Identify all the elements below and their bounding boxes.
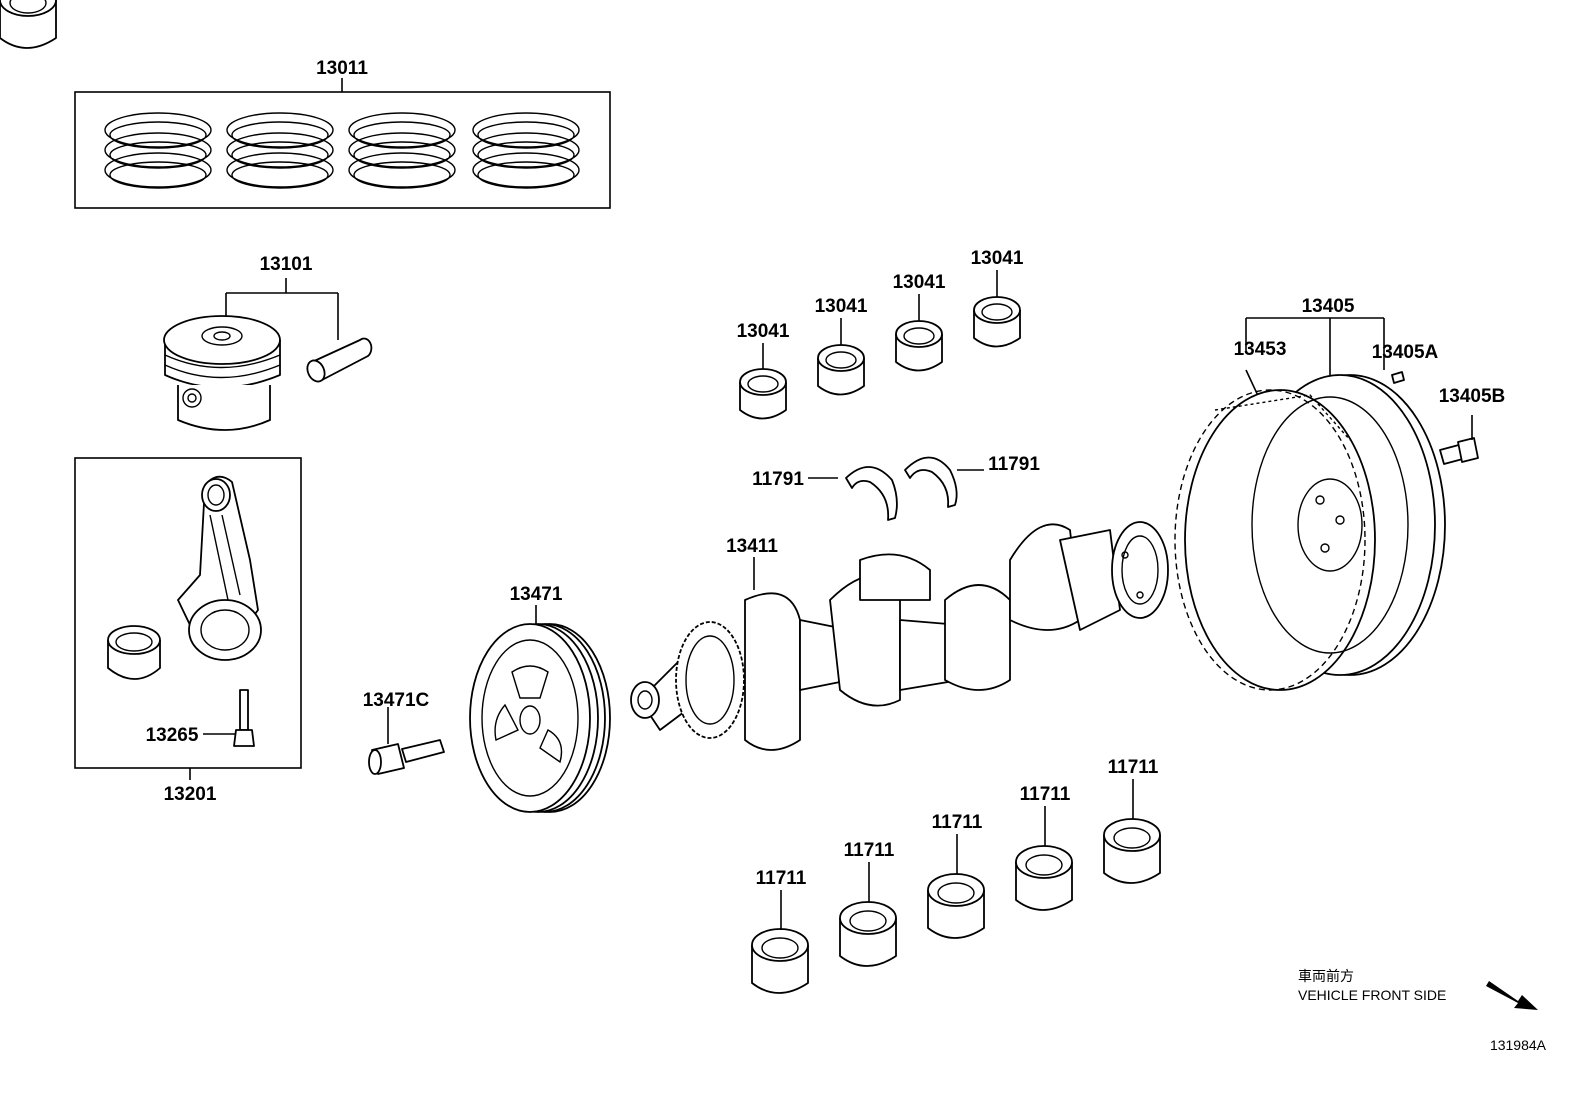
- drive-plate: [1174, 317, 1479, 691]
- label-connecting-rod: 13201: [164, 784, 217, 805]
- direction-text-jp: 車両前方: [1298, 968, 1354, 984]
- piston: [163, 278, 339, 431]
- connecting-rod: [74, 457, 302, 780]
- label-crank-pulley: 13471: [510, 584, 563, 605]
- crank-pulley: [469, 605, 611, 813]
- front-direction-arrow: [1486, 981, 1538, 1010]
- label-pulley-bolt: 13471C: [363, 690, 430, 711]
- label-piston-ring-set: 13011: [316, 58, 368, 79]
- label-main-bearing-4: 11711: [1020, 784, 1071, 805]
- thrust-washers: [808, 456, 984, 521]
- rod-bearings: [0, 0, 1021, 420]
- label-thrust-washer-right: 11791: [988, 454, 1040, 475]
- label-main-bearing-1: 11711: [756, 868, 807, 889]
- pulley-bolt: [368, 707, 445, 775]
- direction-text-en: VEHICLE FRONT SIDE: [1298, 987, 1446, 1003]
- label-rod-bearing-3: 13041: [893, 272, 946, 293]
- label-rod-bolt: 13265: [146, 725, 199, 746]
- label-main-bearing-3: 11711: [932, 812, 983, 833]
- label-crankshaft: 13411: [726, 536, 778, 557]
- label-rod-bearing-1: 13041: [737, 321, 790, 342]
- label-drive-plate: 13405: [1302, 296, 1355, 317]
- main-bearings: [0, 0, 1161, 994]
- label-main-bearing-5: 11711: [1108, 757, 1159, 778]
- crankshaft: [630, 521, 1169, 751]
- label-main-bearing-2: 11711: [844, 840, 895, 861]
- label-rod-bearing-2: 13041: [815, 296, 868, 317]
- piston-ring-set: [74, 78, 611, 209]
- diagram-id: 131984A: [1490, 1037, 1547, 1053]
- label-rod-bearing-4: 13041: [971, 248, 1024, 269]
- piston-pin: [306, 337, 373, 383]
- label-ring-gear: 13453: [1234, 339, 1287, 360]
- label-thrust-washer-left: 11791: [752, 469, 804, 490]
- label-pin: 13405A: [1372, 342, 1439, 363]
- label-drive-plate-bolt: 13405B: [1439, 386, 1506, 407]
- label-piston-pin: 13101: [260, 254, 313, 275]
